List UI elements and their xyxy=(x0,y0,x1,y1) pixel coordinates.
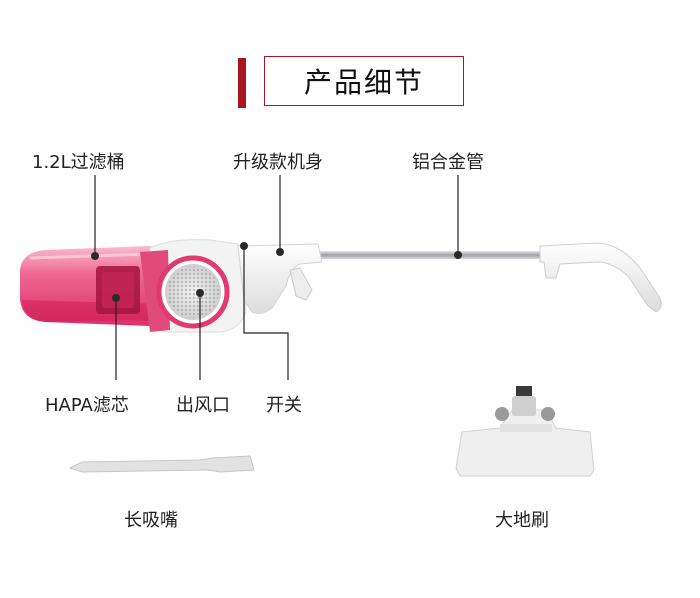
label-long-nozzle: 长吸嘴 xyxy=(124,510,178,531)
section-header: 产品细节 xyxy=(264,56,464,106)
label-floor-brush: 大地刷 xyxy=(495,510,549,531)
leader-lines xyxy=(94,175,459,380)
tube-elbow xyxy=(539,242,662,313)
header-accent-bar xyxy=(238,58,246,108)
air-outlet xyxy=(156,255,230,329)
long-nozzle xyxy=(68,455,255,473)
floor-brush xyxy=(455,386,595,477)
label-aluminum-tube: 铝合金管 xyxy=(412,152,484,173)
label-upgraded-body: 升级款机身 xyxy=(233,152,323,173)
label-air-outlet: 出风口 xyxy=(176,395,230,416)
leader-dots xyxy=(91,242,462,302)
label-switch: 开关 xyxy=(266,395,302,416)
hepa-filter xyxy=(96,266,140,314)
handle xyxy=(237,243,323,314)
label-filter-bucket: 1.2L过滤桶 xyxy=(32,152,125,173)
label-hepa-filter: HAPA滤芯 xyxy=(45,395,129,416)
page-title: 产品细节 xyxy=(303,66,424,99)
aluminum-tube xyxy=(318,251,544,259)
